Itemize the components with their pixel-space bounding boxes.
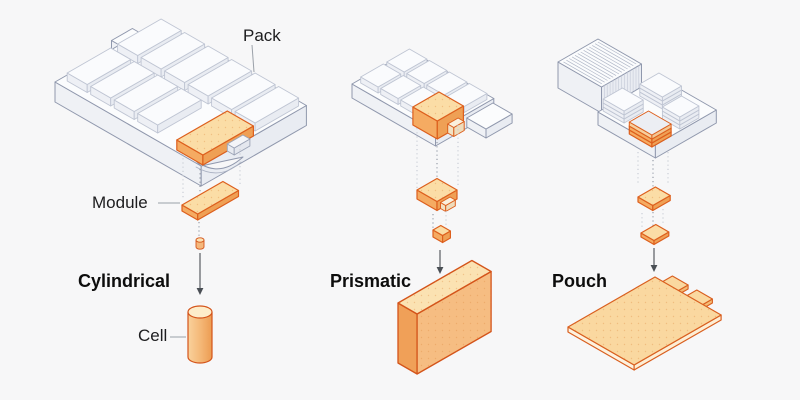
leader-line: [251, 44, 255, 73]
down-arrow: [196, 253, 204, 295]
cylinder-cell: [187, 305, 213, 319]
fin-line: [594, 43, 634, 67]
pouch-section-illustration: [557, 38, 722, 371]
fin-line: [597, 41, 637, 65]
down-arrow: [436, 250, 444, 274]
fin-line: [574, 54, 614, 78]
fin-line: [569, 58, 608, 81]
module-label: Module: [92, 193, 148, 212]
prismatic-title: Prismatic: [330, 271, 411, 291]
pouch-title: Pouch: [552, 271, 607, 291]
fin-line: [586, 48, 625, 72]
fin-line: [566, 59, 605, 83]
cell-label: Cell: [138, 326, 167, 345]
fin-line: [577, 53, 617, 76]
fin-line: [589, 46, 628, 70]
fin-line: [563, 61, 602, 85]
cylindrical-section-illustration: [54, 18, 307, 364]
fin-line: [571, 56, 611, 80]
fin-line: [583, 49, 623, 73]
pack-label: Pack: [243, 26, 281, 45]
cylindrical-title: Cylindrical: [78, 271, 170, 291]
fin-line: [580, 51, 620, 75]
prismatic-section-illustration: [351, 48, 513, 375]
down-arrow: [650, 248, 658, 272]
illustrations: [54, 18, 722, 375]
fin-line: [592, 45, 631, 68]
